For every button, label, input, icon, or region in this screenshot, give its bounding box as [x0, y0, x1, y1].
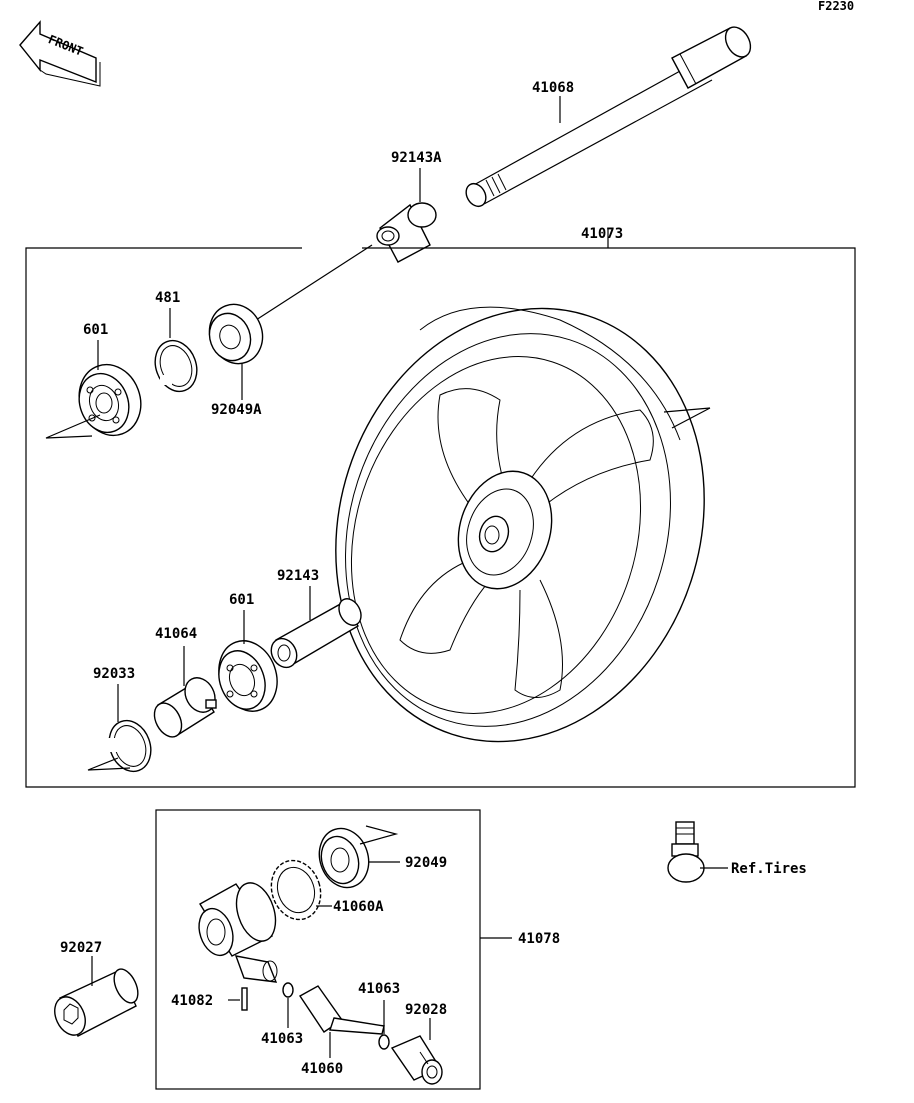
- seal-92049: [318, 827, 370, 889]
- label-41063-left: 41063: [261, 1031, 303, 1047]
- label-601-upper: 601: [83, 322, 108, 338]
- gear-housing: [198, 882, 278, 983]
- ref-tires-label: Ref.Tires: [731, 861, 807, 877]
- label-601-lower: 601: [229, 592, 254, 608]
- label-41060: 41060: [301, 1061, 343, 1077]
- label-41068: 41068: [532, 80, 574, 96]
- label-92027: 92027: [60, 940, 102, 956]
- tire-valve-icon: [667, 821, 705, 883]
- bearing-601-lower: [218, 640, 278, 712]
- wheel-41073: [335, 306, 711, 743]
- label-92049: 92049: [405, 855, 447, 871]
- wheel-assembly-frame: [25, 247, 856, 788]
- collar-92143: [270, 598, 362, 669]
- meter-gear-frame: [155, 809, 481, 1090]
- label-92143: 92143: [277, 568, 319, 584]
- label-41063-right: 41063: [358, 981, 400, 997]
- label-481: 481: [155, 290, 180, 306]
- label-92028: 92028: [405, 1002, 447, 1018]
- label-41060A: 41060A: [333, 899, 384, 915]
- label-41082: 41082: [171, 993, 213, 1009]
- label-41073: 41073: [581, 226, 623, 242]
- pinion-41060: [298, 985, 385, 1035]
- circlip-92033: [104, 719, 152, 773]
- label-92143A: 92143A: [391, 150, 442, 166]
- washer-41063-right: [378, 1034, 390, 1050]
- gear-41060A: [270, 859, 322, 921]
- circlip-481: [154, 339, 198, 393]
- diagram-code: F2230: [818, 0, 854, 13]
- coupling-41064: [153, 677, 217, 738]
- bushing-92028: [390, 1035, 443, 1085]
- collar-92143A: [376, 202, 437, 263]
- label-92033: 92033: [93, 666, 135, 682]
- pin-41082: [241, 987, 248, 1011]
- socket-92027: [54, 968, 139, 1037]
- seal-92049A: [208, 303, 264, 365]
- washer-41063-left: [282, 982, 294, 998]
- front-arrow-icon: FRONT: [19, 20, 101, 87]
- label-92049A: 92049A: [211, 402, 262, 418]
- label-41078: 41078: [518, 931, 560, 947]
- axle: [465, 26, 752, 208]
- label-41064: 41064: [155, 626, 197, 642]
- bearing-601-upper: [78, 363, 142, 437]
